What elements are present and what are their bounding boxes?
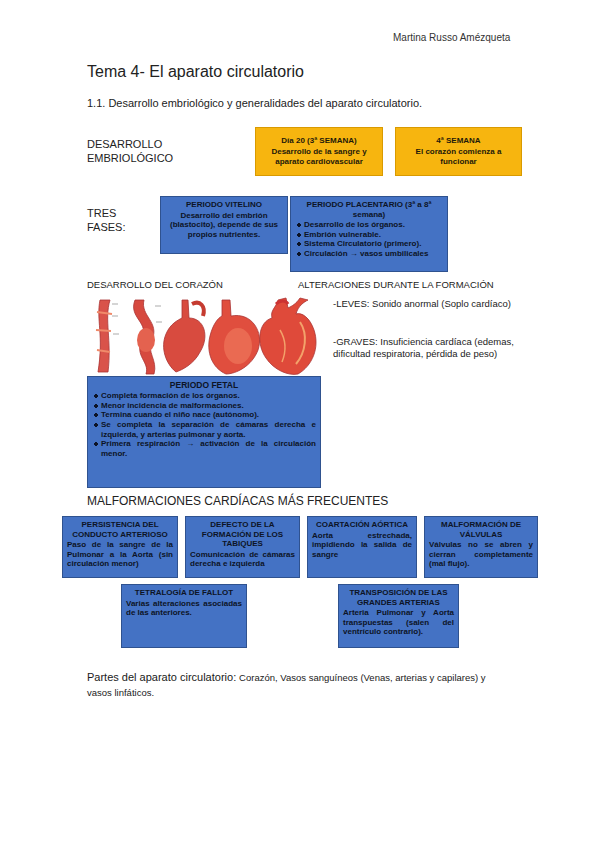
footer-paragraph: Partes del aparato circulatorio: Corazón… (87, 670, 507, 700)
bullet-item: Embrión vulnerable. (295, 230, 443, 240)
box-heading: PERIODO FETAL (92, 380, 316, 390)
box-body: Desarrollo del embrión (blastocito), dep… (165, 211, 283, 240)
info-box: MALFORMACIÓN DE VÁLVULASVálvulas no se a… (424, 516, 538, 578)
box-heading: PERIODO VITELINO (165, 200, 283, 210)
info-box: PERSISTENCIA DEL CONDUCTO ARTERIOSOPaso … (62, 516, 178, 578)
bullet-item: Termina cuando el niño nace (autónomo). (92, 410, 316, 420)
section-heading: DESARROLLO EMBRIOLÓGICO (87, 138, 247, 166)
bullet-item: Se completa la separación de cámaras der… (92, 420, 316, 439)
info-box: PERIODO FETALCompleta formación de los ó… (87, 376, 321, 488)
bullet-item: Sistema Circulatorio (primero). (295, 239, 443, 249)
info-box: COARTACIÓN AÓRTICAAorta estrechada, impi… (307, 516, 417, 578)
info-box: TETRALOGÍA DE FALLOTVarias alteraciones … (121, 584, 247, 648)
footer-lead: Partes del aparato circulatorio: (87, 671, 236, 683)
text-note: 1.1. Desarrollo embriológico y generalid… (87, 97, 557, 111)
text-note: TRES FASES: (87, 207, 157, 235)
box-body: Paso de la sangre de la Pulmonar a la Ao… (67, 540, 173, 569)
bullet-item: Menor incidencia de malformaciones. (92, 401, 316, 411)
box-body: Desarrollo de la sangre y aparato cardio… (260, 147, 378, 167)
bullet-item: Desarrollo de los órganos. (295, 220, 443, 230)
box-heading: PERIODO PLACENTARIO (3ª a 8ª semana) (295, 200, 443, 219)
box-heading: DEFECTO DE LA FORMACIÓN DE LOS TABIQUES (190, 520, 295, 549)
box-body: Varias alteraciones asociadas de las ant… (126, 599, 242, 618)
timeline-box: Día 20 (3ª SEMANA)Desarrollo de la sangr… (255, 127, 383, 176)
box-heading: TRANSPOSICIÓN DE LAS GRANDES ARTERIAS (343, 588, 454, 607)
info-box: PERIODO PLACENTARIO (3ª a 8ª semana)Desa… (290, 196, 448, 272)
bullet-item: Circulación → vasos umbilicales (295, 249, 443, 259)
bullet-item: Primera respiración → activación de la c… (92, 439, 316, 458)
page-title: Tema 4- El aparato circulatorio (87, 63, 304, 81)
text-note: Martina Russo Amézqueta (393, 32, 573, 45)
section-heading: MALFORMACIONES CARDÍACAS MÁS FRECUENTES (87, 494, 507, 509)
section-heading: ALTERACIONES DURANTE LA FORMACIÓN (298, 279, 558, 291)
box-heading: TETRALOGÍA DE FALLOT (126, 588, 242, 598)
box-body: Comunicación de cámaras derecha e izquie… (190, 550, 295, 569)
box-heading: COARTACIÓN AÓRTICA (312, 520, 412, 530)
box-body: Arteria Pulmonar y Aorta transpuestas (s… (343, 608, 454, 637)
box-body: Válvulas no se abren y cierran completam… (429, 540, 533, 569)
section-heading: DESARROLLO DEL CORAZÓN (87, 279, 287, 291)
box-body: El corazón comienza a funcionar (400, 147, 517, 167)
info-box: DEFECTO DE LA FORMACIÓN DE LOS TABIQUESC… (185, 516, 300, 578)
info-box: PERIODO VITELINODesarrollo del embrión (… (160, 196, 288, 254)
box-heading: 4ª SEMANA (400, 136, 517, 146)
text-note: -GRAVES: Insuficiencia cardíaca (edemas,… (333, 336, 533, 360)
info-box: TRANSPOSICIÓN DE LAS GRANDES ARTERIASArt… (338, 584, 459, 648)
box-heading: Día 20 (3ª SEMANA) (260, 136, 378, 146)
timeline-box: 4ª SEMANAEl corazón comienza a funcionar (395, 127, 522, 176)
bullet-item: Completa formación de los órganos. (92, 391, 316, 401)
box-heading: MALFORMACIÓN DE VÁLVULAS (429, 520, 533, 539)
text-note: -LEVES: Sonido anormal (Soplo cardíaco) (333, 298, 523, 310)
box-body: Aorta estrechada, impidiendo la salida d… (312, 531, 412, 560)
box-heading: PERSISTENCIA DEL CONDUCTO ARTERIOSO (67, 520, 173, 539)
